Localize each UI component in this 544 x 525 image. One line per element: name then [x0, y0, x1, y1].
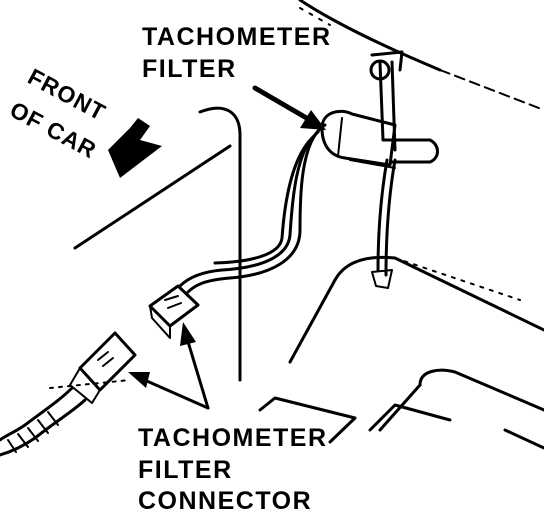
tachometer-filter-label-line1: TACHOMETER	[142, 23, 332, 51]
fender-panel	[49, 106, 242, 389]
connector-label-line2: FILTER	[138, 456, 233, 484]
firewall-outline	[298, 0, 544, 111]
filter-wiring	[178, 123, 397, 294]
connector-label-line1: TACHOMETER	[138, 424, 328, 452]
front-of-car-arrow	[108, 118, 162, 178]
filter-connector-lower	[0, 331, 137, 457]
battery-box	[258, 255, 544, 450]
mounting-bracket	[369, 50, 439, 164]
filter-connector-upper	[148, 284, 200, 339]
tachometer-filter-label-line2: FILTER	[142, 55, 237, 83]
callout-arrows	[128, 85, 326, 410]
connector-label-line3: CONNECTOR	[138, 487, 313, 515]
tachometer-filter	[320, 109, 397, 169]
